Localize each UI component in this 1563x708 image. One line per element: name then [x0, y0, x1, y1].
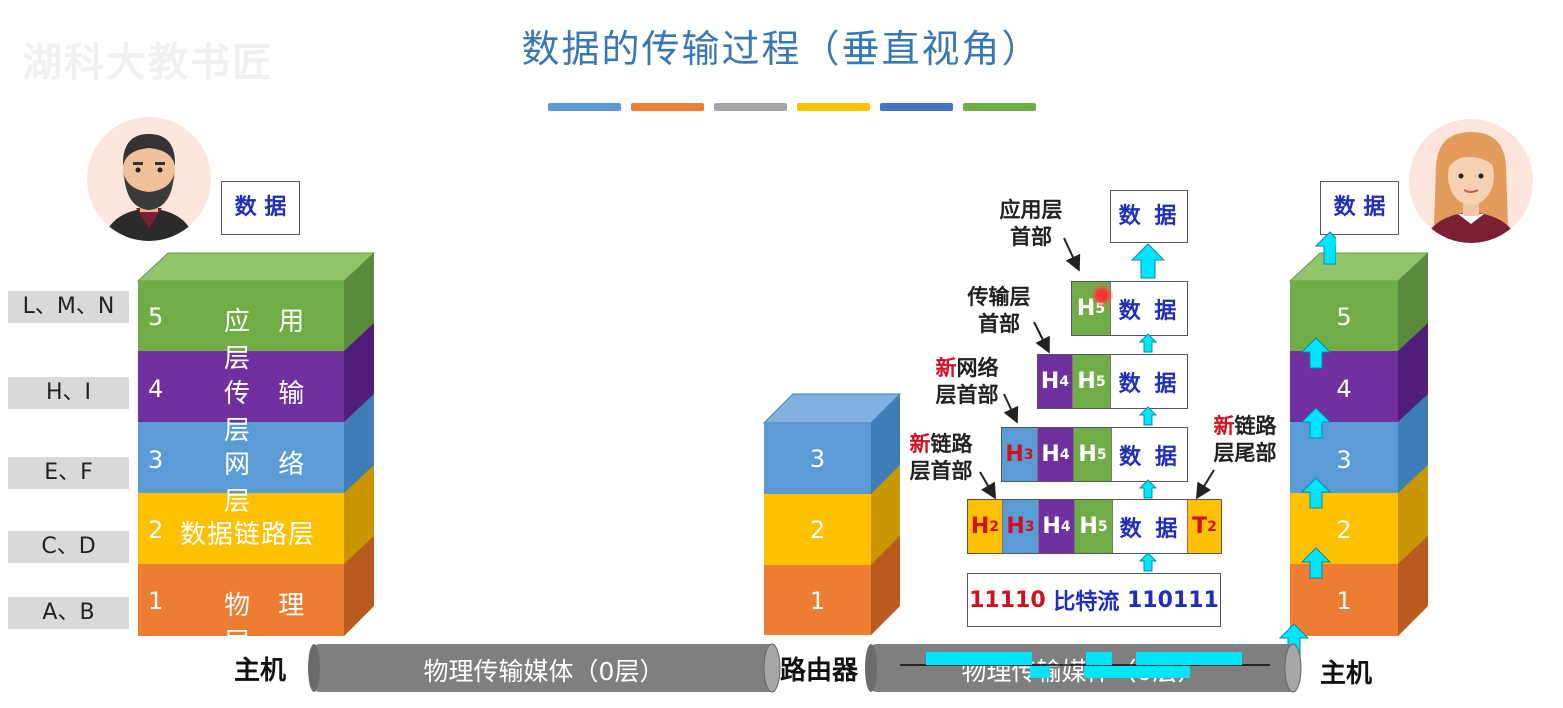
layer-name-transport: 传 输 层: [224, 379, 315, 446]
pdu-data: 数 据: [1112, 428, 1187, 481]
router-layer-stack: [762, 393, 902, 635]
annotation-transport-header: 传输层 首部: [967, 285, 1031, 336]
bitstream-box: 11110 比特流 110111: [967, 573, 1221, 627]
left-host-labels: 5 应 用 层 4 传 输 层 3 网 络 层 2 数据链路层 1 物 理 层: [136, 281, 344, 658]
layer-number: 4: [148, 375, 164, 403]
right-host-labels: 5 4 3 2 1: [1290, 281, 1398, 636]
side-label-datalink: C、D: [8, 531, 129, 563]
layer-number: 5: [148, 303, 164, 331]
title-stripe: [880, 103, 953, 111]
annotation-pointers: [979, 237, 1215, 500]
layer-number: 2: [148, 516, 164, 544]
page-title: 数据的传输过程（垂直视角）: [521, 27, 1042, 71]
right-layer-1: 1: [1336, 587, 1352, 615]
router-layer-1: 1: [809, 587, 826, 615]
right-host-up-arrows: [1278, 231, 1336, 667]
title-stripe: [797, 103, 870, 111]
layer-name-datalink: 数据链路层: [180, 520, 316, 550]
bitstream-right-bits: 110111: [1127, 587, 1219, 613]
watermark-logo: 湖科大教书匠: [22, 40, 274, 86]
right-host-label: 主机: [1320, 659, 1373, 689]
pdu-data: 数 据: [1111, 355, 1187, 408]
annotation-link-trailer: 新链路 层尾部: [1213, 414, 1277, 465]
left-host-data-box: 数 据: [221, 181, 300, 235]
pdu-data: 数 据: [1111, 282, 1187, 335]
layer-name-physical: 物 理 层: [224, 591, 315, 658]
side-label-network: E、F: [8, 457, 129, 489]
left-host-layer-stack: [136, 252, 376, 636]
title-stripe: [548, 103, 621, 111]
side-label-app: L、M、N: [8, 291, 129, 323]
right-layer-2: 2: [1336, 516, 1352, 544]
title-color-stripes: [548, 103, 1036, 111]
female-user-avatar: [1409, 119, 1533, 243]
title-stripe: [714, 103, 787, 111]
title-stripe: [631, 103, 704, 111]
title-stripe: [963, 103, 1036, 111]
male-user-avatar: [87, 117, 211, 241]
left-medium-label: 物理传输媒体（0层）: [423, 657, 665, 686]
right-layer-4: 4: [1336, 375, 1352, 403]
layer-name-application: 应 用 层: [224, 307, 315, 374]
pdu-data: 数 据: [1113, 500, 1188, 553]
laser-pointer-dot: [1091, 284, 1113, 306]
annotation-app-header: 应用层 首部: [999, 198, 1063, 249]
right-layer-3: 3: [1336, 446, 1352, 474]
left-physical-medium: [308, 643, 781, 693]
side-label-physical: A、B: [8, 597, 129, 629]
router-layer-3: 3: [809, 445, 826, 473]
router-layer-2: 2: [809, 516, 826, 544]
decapsulation-up-arrows: [1130, 243, 1166, 572]
annotation-link-header: 新链路 层首部: [909, 432, 973, 483]
router-label: 路由器: [780, 656, 859, 686]
annotation-network-header: 新网络 层首部: [935, 356, 999, 407]
layer-number: 1: [148, 587, 164, 615]
bitstream-label: 比特流: [1045, 590, 1127, 615]
decap-data-box: 数 据: [1110, 190, 1188, 243]
bitstream-signal-pulses: [900, 652, 1270, 678]
layer-number: 3: [148, 446, 164, 474]
left-host-label: 主机: [234, 656, 287, 686]
router-labels: 3 2 1: [764, 423, 871, 635]
side-label-transport: H、I: [8, 377, 129, 409]
right-host-layer-stack: [1288, 252, 1430, 636]
bitstream-left-bits: 11110: [969, 587, 1046, 613]
right-layer-5: 5: [1336, 303, 1352, 331]
layer-name-network: 网 络 层: [224, 450, 315, 517]
right-host-data-box: 数 据: [1320, 181, 1399, 235]
